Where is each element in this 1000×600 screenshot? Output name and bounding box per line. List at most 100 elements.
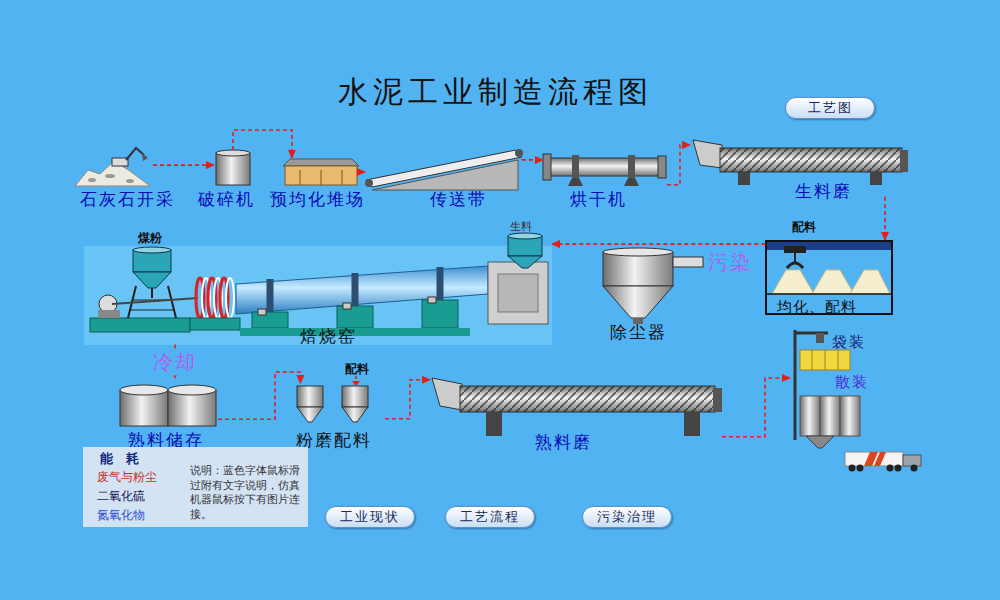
flow-arrow (884, 197, 886, 240)
batching-silo-illustration (297, 407, 323, 422)
raw-mill-illustration (720, 148, 902, 172)
node-label: 破碎机 (198, 189, 255, 209)
process-stage: 熟料储存 (118, 378, 218, 448)
process-stage: 配料粉磨配料 (293, 383, 385, 448)
node-label: 传送带 (430, 189, 487, 209)
kiln-illustration (90, 318, 190, 332)
kiln-illustration (422, 300, 458, 328)
process-stage: 生料磨 (690, 135, 908, 197)
flow-arrow (522, 159, 543, 161)
flow-arrow (218, 372, 300, 419)
dust-collector-illustration (603, 252, 673, 286)
node-label: 焙烧窑 (300, 326, 357, 346)
dust-collector-illustration (603, 248, 673, 256)
node-label: 烘干机 (570, 189, 627, 209)
node-label: 煤粉 (138, 231, 162, 245)
crusher-illustration (216, 150, 250, 185)
kiln-illustration (488, 262, 548, 324)
stockyard-illustration (300, 170, 301, 185)
packing-illustration (840, 396, 860, 436)
homogenizing-illustration (794, 253, 796, 262)
node-label: 袋装 (832, 333, 866, 351)
dryer-illustration (572, 155, 579, 179)
kiln-illustration (112, 298, 198, 304)
flow-arrow (385, 380, 430, 419)
homogenizing-illustration (767, 293, 891, 295)
batching-silo-illustration (352, 381, 360, 386)
truck-illustration (845, 452, 903, 466)
button-label: 工艺图 (808, 100, 853, 116)
quarry-illustration (126, 179, 134, 183)
conveyor-illustration (365, 179, 373, 187)
kiln-illustration (437, 267, 444, 302)
node-label: 污染 (708, 250, 752, 274)
packing-illustration (806, 436, 834, 448)
flow-arrow (552, 243, 765, 245)
process-stage: 破碎机 (214, 150, 252, 208)
homogenizing-illustration (787, 263, 803, 268)
stockyard-illustration (342, 170, 343, 185)
flow-arrow (357, 171, 365, 173)
kiln-illustration (190, 318, 240, 330)
flow-arrow (233, 130, 292, 158)
clinker-mill-illustration (713, 388, 722, 412)
kiln-illustration (151, 288, 153, 298)
node-label: 均化、配料 (777, 298, 857, 316)
conveyor-illustration (515, 149, 523, 157)
dryer-illustration (628, 155, 635, 179)
packing-illustration (812, 350, 813, 370)
truck-illustration (874, 452, 886, 466)
homogenizing-illustration (812, 270, 854, 294)
stockyard-illustration (283, 159, 359, 185)
truck-illustration (911, 465, 918, 472)
kiln-illustration (428, 297, 436, 303)
kiln-illustration (352, 273, 359, 308)
node-label: 配料 (345, 362, 369, 376)
homogenizing-illustration (767, 242, 891, 294)
packing-illustration (820, 396, 840, 436)
nav-button: 工艺图 (785, 97, 875, 119)
packing-stage: 袋装散装 (790, 330, 870, 450)
node-label: 预均化堆场 (270, 189, 365, 209)
button-label: 污染治理 (597, 509, 657, 525)
raw-mill-illustration (738, 172, 750, 185)
packing-illustration (825, 350, 826, 370)
truck-illustration (903, 455, 921, 466)
packing-illustration (800, 396, 820, 436)
kiln-illustration (98, 310, 120, 318)
batching-silo-illustration (342, 407, 368, 422)
stockyard-illustration (283, 159, 359, 166)
node-label: 能 耗 (100, 451, 143, 467)
dryer-illustration (548, 158, 660, 176)
kiln-illustration (133, 272, 171, 288)
dryer-illustration (568, 178, 583, 186)
node-label: 氮氧化物 (97, 508, 145, 522)
quarry-illustration (75, 148, 150, 186)
crusher-illustration (216, 150, 250, 156)
process-stage: 烘干机 (543, 150, 667, 208)
kiln-illustration (508, 256, 542, 268)
kiln-illustration (267, 279, 274, 314)
truck-illustration (887, 465, 894, 472)
conveyor-illustration (365, 149, 523, 190)
homogenizing-box: 配料均化、配料 (765, 240, 893, 315)
clinker-store-illustration (120, 385, 216, 426)
raw-mill-illustration (693, 140, 722, 168)
dust-collector: 污染除尘器 (598, 248, 708, 340)
flow-arrow (153, 164, 214, 166)
node-label: 生料磨 (795, 181, 852, 201)
dryer-illustration (543, 154, 551, 180)
clinker-store-illustration (168, 385, 216, 395)
batching-silo-illustration (342, 386, 368, 407)
info-panel: 能 耗废气与粉尘二氧化硫氮氧化物说明：蓝色字体鼠标滑过附有文字说明，仿真机器鼠标… (83, 447, 308, 527)
kiln-illustration (252, 312, 288, 328)
button-label: 工业现状 (340, 509, 400, 525)
kiln-illustration (133, 247, 171, 253)
process-stage: 石灰石开采 (75, 150, 153, 208)
homogenizing-illustration (850, 270, 890, 294)
packing-illustration (800, 350, 850, 370)
quarry-illustration (105, 174, 115, 178)
kiln-stage: 煤粉生料焙烧窑 (84, 222, 552, 345)
homogenizing-illustration (784, 246, 806, 253)
